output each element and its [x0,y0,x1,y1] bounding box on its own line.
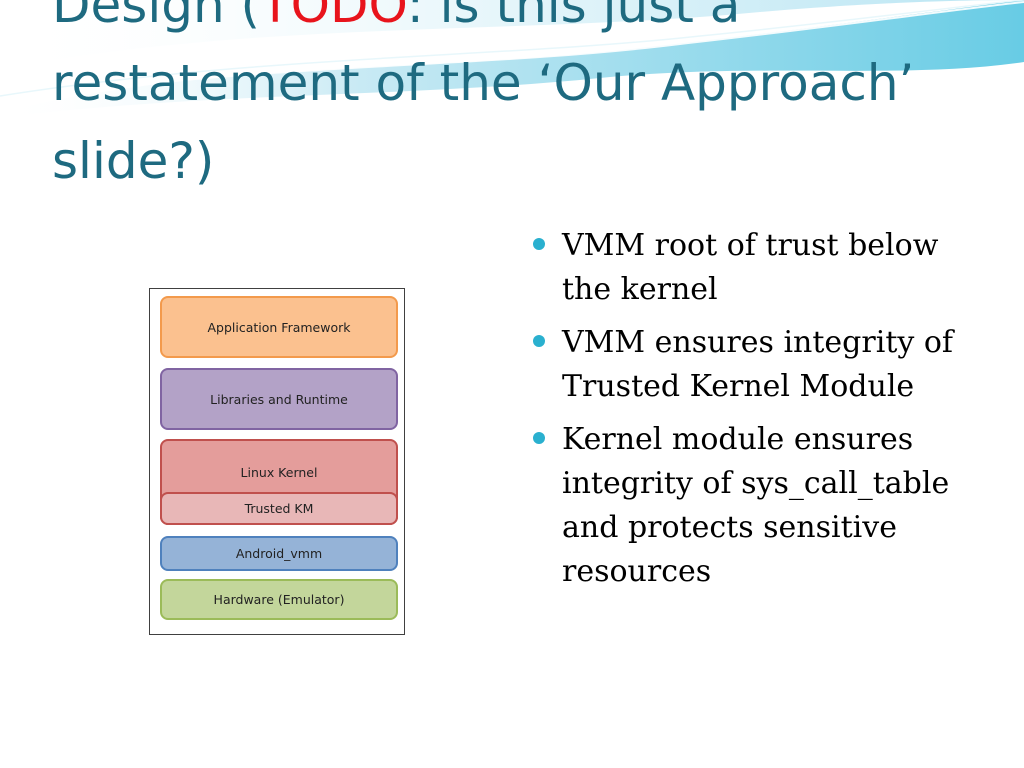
layer-trusted-km: Trusted KM [160,492,398,525]
layer-application-framework: Application Framework [160,296,398,358]
title-suffix: : is this just a restatement of the ‘Our… [52,0,915,190]
bullet-item: VMM root of trust below the kernel [530,224,970,312]
slide-title: Design (TODO: is this just a restatement… [52,0,992,200]
layer-libraries-and-runtime: Libraries and Runtime [160,368,398,430]
architecture-diagram: Application Framework Libraries and Runt… [149,288,405,635]
bullet-item: Kernel module ensures integrity of sys_c… [530,418,970,594]
bullet-text: VMM root of trust below the kernel [562,228,939,307]
bullet-text: VMM ensures integrity of Trusted Kernel … [562,325,954,404]
bullet-dot-icon [533,432,545,444]
bullet-text: Kernel module ensures integrity of sys_c… [562,422,950,589]
title-todo-highlight: TODO [260,0,407,34]
layer-android-vmm: Android_vmm [160,536,398,571]
bullet-item: VMM ensures integrity of Trusted Kernel … [530,321,970,409]
bullet-list: VMM root of trust below the kernel VMM e… [530,224,970,603]
title-prefix: Design ( [52,0,261,34]
bullet-dot-icon [533,335,545,347]
layer-hardware-emulator: Hardware (Emulator) [160,579,398,620]
bullet-dot-icon [533,238,545,250]
header-wave-decoration [0,0,1024,118]
